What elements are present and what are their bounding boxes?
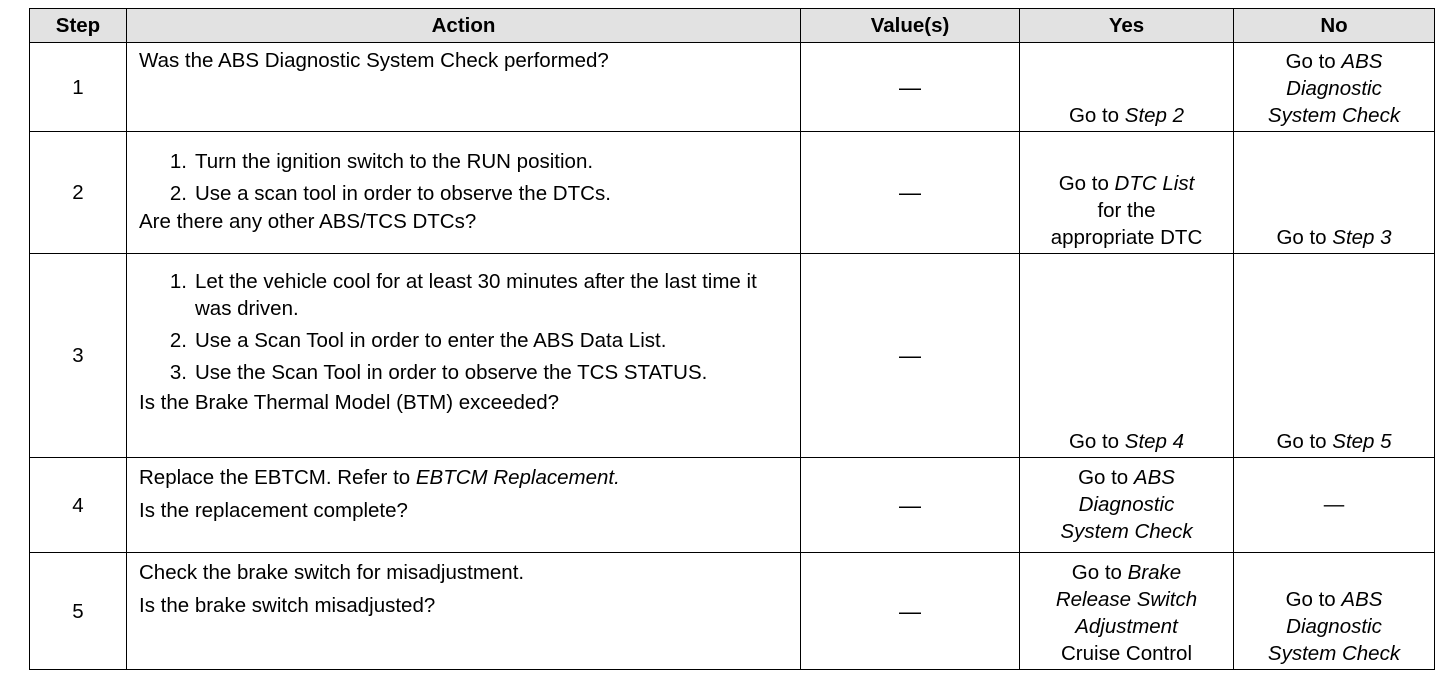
header-action: Action (126, 8, 801, 43)
table-row-step-4: 4 Replace the EBTCM. Refer to EBTCM Repl… (29, 457, 1435, 553)
no-cell: Go to ABS Diagnostic System Check (1233, 42, 1435, 132)
table-row-step-5: 5 Check the brake switch for misadjustme… (29, 552, 1435, 670)
action-cell: 1.Let the vehicle cool for at least 30 m… (126, 253, 801, 458)
no-cell: Go to Step 5 (1233, 253, 1435, 458)
table-row-step-2: 2 1.Turn the ignition switch to the RUN … (29, 131, 1435, 254)
list-item: 2.Use a scan tool in order to observe th… (169, 182, 611, 205)
step-number: 3 (29, 253, 127, 458)
header-yes: Yes (1019, 8, 1234, 43)
action-steps: 1.Let the vehicle cool for at least 30 m… (139, 268, 788, 386)
header-no: No (1233, 8, 1435, 43)
yes-cell: Go to DTC List for the appropriate DTC (1019, 131, 1234, 254)
yes-link: Step 2 (1124, 104, 1185, 127)
list-item: 1.Turn the ignition switch to the RUN po… (169, 150, 594, 173)
yes-cell: Go to Step 2 (1019, 42, 1234, 132)
action-cell: 1.Turn the ignition switch to the RUN po… (126, 131, 801, 254)
yes-cell: Go to ABS Diagnostic System Check (1019, 457, 1234, 553)
step-number: 1 (29, 42, 127, 132)
table-row-step-1: 1 Was the ABS Diagnostic System Check pe… (29, 42, 1435, 132)
step-number: 5 (29, 552, 127, 670)
value-cell: — (800, 131, 1020, 254)
step-number: 4 (29, 457, 127, 553)
header-row: Step Action Value(s) Yes No (29, 8, 1435, 43)
action-question: Is the Brake Thermal Model (BTM) exceede… (139, 391, 560, 414)
action-instruction: Check the brake switch for misadjustment… (139, 561, 525, 584)
value-cell: — (800, 552, 1020, 670)
no-cell: Go to Step 3 (1233, 131, 1435, 254)
action-cell: Was the ABS Diagnostic System Check perf… (126, 42, 801, 132)
action-steps: 1.Turn the ignition switch to the RUN po… (139, 148, 788, 207)
action-question: Was the ABS Diagnostic System Check perf… (139, 49, 609, 72)
action-cell: Check the brake switch for misadjustment… (126, 552, 801, 670)
table-row-step-3: 3 1.Let the vehicle cool for at least 30… (29, 253, 1435, 458)
list-item: 3.Use the Scan Tool in order to observe … (169, 361, 708, 384)
list-item: 2.Use a Scan Tool in order to enter the … (169, 329, 667, 352)
diagnostic-table: Step Action Value(s) Yes No 1 Was the AB… (29, 8, 1435, 670)
action-question: Is the replacement complete? (139, 499, 408, 522)
yes-cell: Go to Brake Release Switch Adjustment Cr… (1019, 552, 1234, 670)
yes-cell: Go to Step 4 (1019, 253, 1234, 458)
value-cell: — (800, 457, 1020, 553)
value-cell: — (800, 253, 1020, 458)
list-item: 1.Let the vehicle cool for at least 30 m… (169, 270, 757, 320)
header-step: Step (29, 8, 127, 43)
action-instruction: Replace the EBTCM. Refer to EBTCM Replac… (139, 466, 620, 489)
header-values: Value(s) (800, 8, 1020, 43)
step-number: 2 (29, 131, 127, 254)
no-cell: — (1233, 457, 1435, 553)
value-cell: — (800, 42, 1020, 132)
action-cell: Replace the EBTCM. Refer to EBTCM Replac… (126, 457, 801, 553)
action-question: Is the brake switch misadjusted? (139, 594, 436, 617)
action-question: Are there any other ABS/TCS DTCs? (139, 210, 477, 233)
no-cell: Go to ABS Diagnostic System Check (1233, 552, 1435, 670)
